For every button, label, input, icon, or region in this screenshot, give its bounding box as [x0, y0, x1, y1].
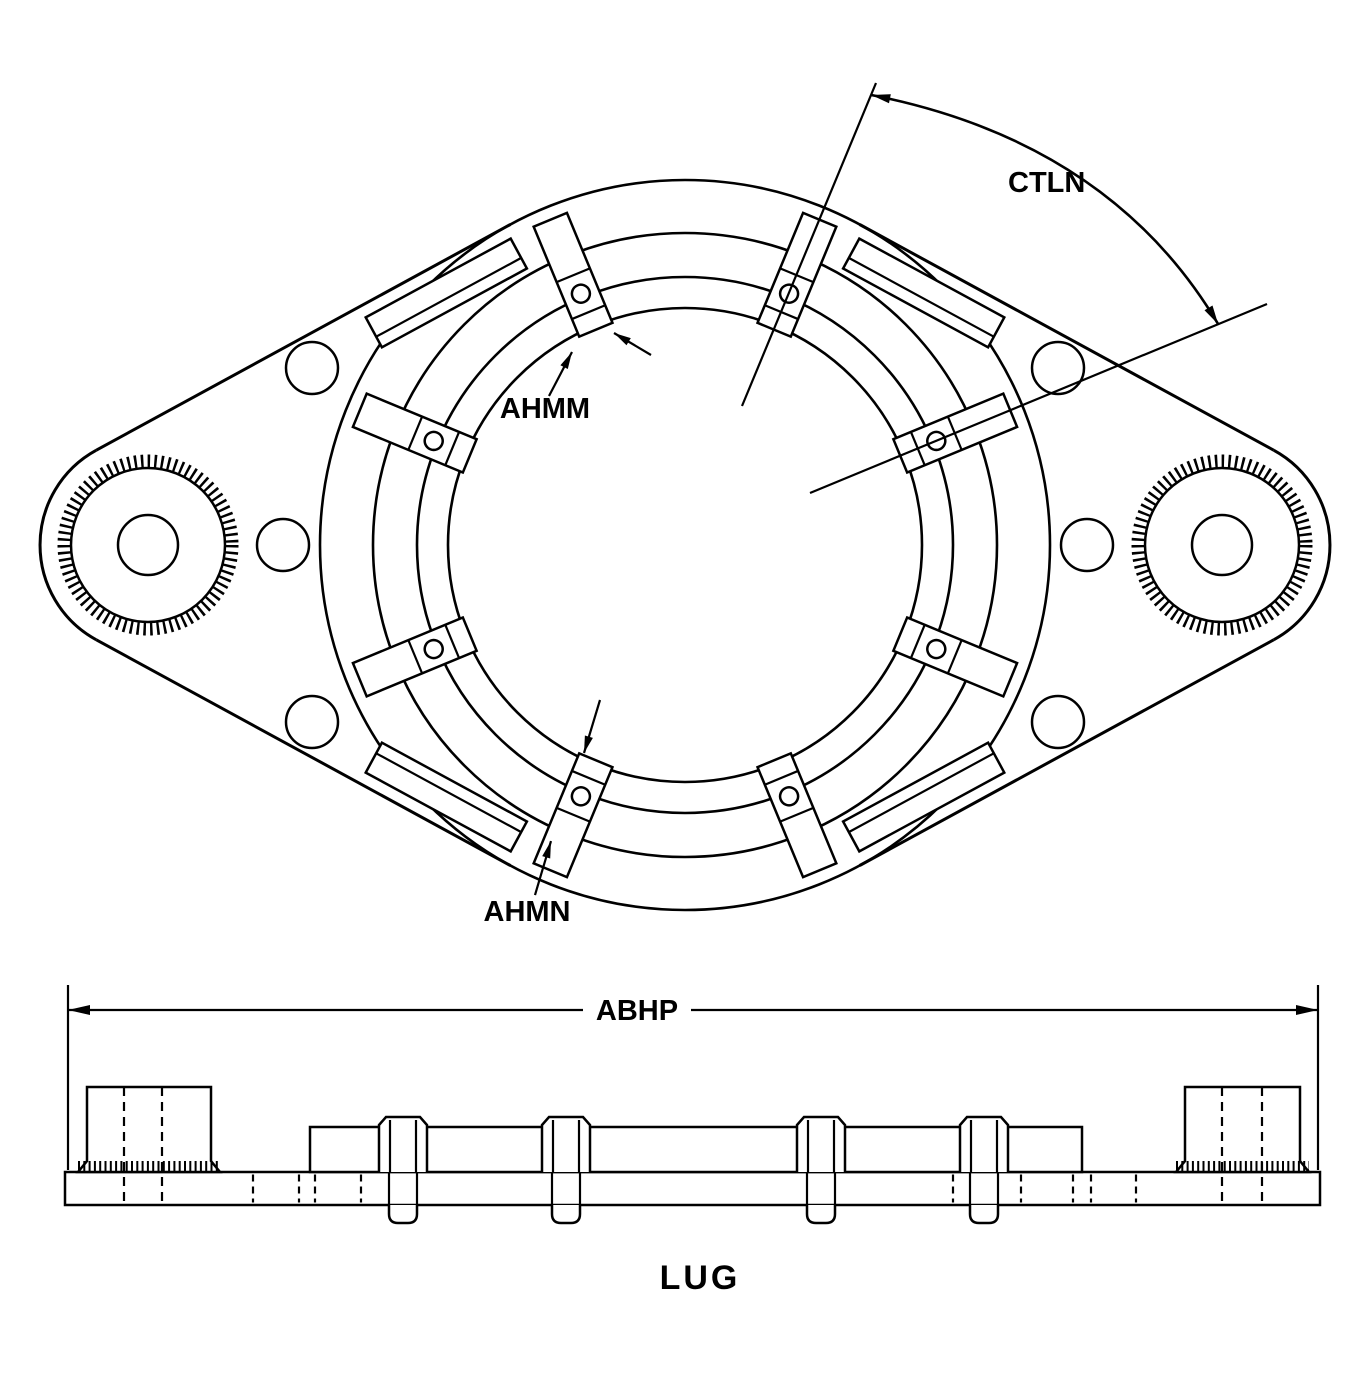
mounting-hole-bottom-right: [1030, 694, 1086, 750]
tangent-line-bottom-left: [95, 638, 512, 867]
web-hole-right: [1059, 517, 1115, 573]
boss-hole: [1190, 513, 1254, 577]
flange-outline: [38, 223, 1332, 867]
arrowhead: [614, 333, 631, 346]
arrowhead: [542, 841, 551, 859]
ring-circle-2: [371, 231, 999, 859]
arrowhead: [560, 352, 572, 369]
mounting-hole-bottom-left: [284, 694, 340, 750]
dimension-label-ahmm: AHMM: [500, 393, 590, 425]
ahmm-callout: AHMM: [500, 332, 652, 425]
ahmn-callout: AHMN: [484, 699, 602, 928]
radial-slot-right-lower: [892, 616, 1019, 698]
left-end-arc: [38, 448, 98, 642]
dimension-label-ahmn: AHMN: [484, 896, 571, 928]
clip-tab-rivet-2: [540, 1115, 592, 1225]
arrowhead: [1204, 305, 1219, 325]
ctln-leader-arc: [871, 93, 1220, 325]
bore-circles: [318, 178, 1052, 912]
tangent-line-top-right: [858, 223, 1275, 452]
abhp-dimension: ABHP: [66, 985, 1320, 1170]
serration-bar-bottom-left: [364, 741, 529, 854]
right-boss-side: [1173, 1085, 1312, 1203]
clip-tab-rivet-4: [958, 1115, 1010, 1225]
ctln-angle-callout: CTLN: [740, 82, 1268, 495]
radial-slot-bottom-right: [756, 752, 838, 879]
radial-slot-top-left: [532, 211, 614, 338]
knurl-tick-ring: [1131, 454, 1313, 636]
knurl-tick-ring: [57, 454, 239, 636]
tangent-line-bottom-right: [858, 638, 1275, 867]
side-view: ABHP: [63, 985, 1322, 1225]
dimension-label-abhp: ABHP: [596, 995, 678, 1027]
tangent-line-top-left: [95, 223, 512, 452]
right-knurled-boss: [1131, 454, 1313, 636]
arrowhead: [584, 735, 593, 753]
dimension-label-ctln: CTLN: [1008, 167, 1085, 199]
boss-hole: [116, 513, 180, 577]
base-bar: [63, 1170, 1322, 1207]
web-hole-left: [255, 517, 311, 573]
serration-plate: [308, 1125, 1084, 1174]
radial-slot-left-lower: [351, 616, 478, 698]
left-knurled-boss: [57, 454, 239, 636]
serration-bar-top-right: [841, 236, 1006, 349]
outer-flange-circle: [318, 178, 1052, 912]
radial-slot-left-upper: [351, 392, 478, 474]
clip-tab-rivet-1: [377, 1115, 429, 1225]
clip-tab-rivet-3: [795, 1115, 847, 1225]
serration-bar-top-left: [364, 236, 529, 349]
drawing-caption: LUG: [660, 1259, 741, 1297]
mounting-hole-top-left: [284, 340, 340, 396]
mounting-hole-top-right: [1030, 340, 1086, 396]
serration-bar-bottom-right: [841, 741, 1006, 854]
arrowhead: [68, 1005, 90, 1015]
right-end-arc: [1272, 448, 1332, 642]
ctln-centerline-b: [809, 302, 1268, 495]
top-view: CTLN AHMM AHMN: [38, 82, 1332, 928]
ring-circle-3: [415, 275, 955, 815]
ctln-centerline-a: [740, 82, 878, 407]
arrowhead: [871, 94, 891, 104]
bar-hidden-lines: [251, 1174, 1138, 1203]
arrowhead: [1296, 1005, 1318, 1015]
left-boss-side: [75, 1085, 223, 1203]
bore-circle: [446, 306, 924, 784]
